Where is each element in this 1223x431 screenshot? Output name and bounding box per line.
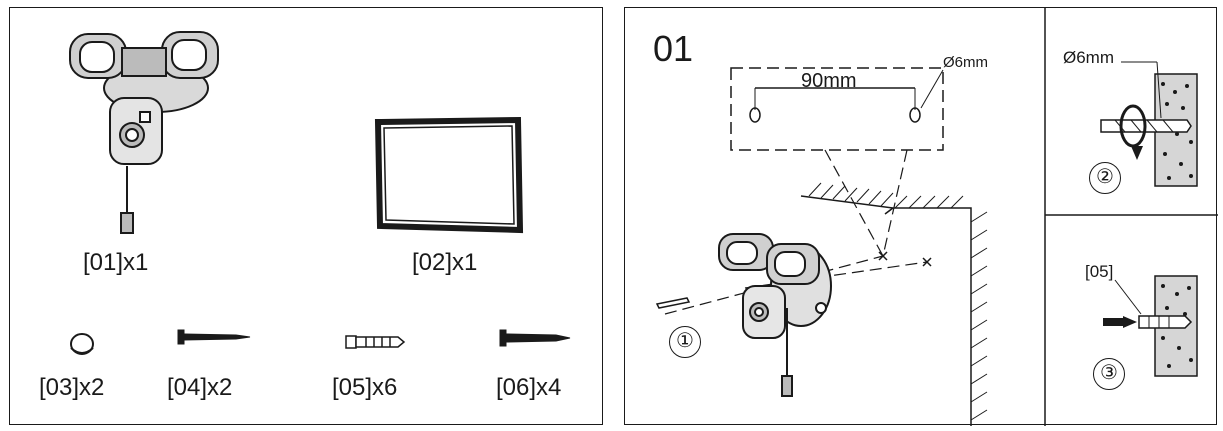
installation-drawing xyxy=(655,8,1218,426)
drilling-template xyxy=(730,67,944,257)
part-01-label: [01]x1 xyxy=(83,249,149,276)
hole-diameter-label: Ø6mm xyxy=(943,54,988,71)
wall-anchor-drawing xyxy=(345,335,406,349)
gasket-drawing xyxy=(374,116,524,234)
step-number: 01 xyxy=(653,28,694,69)
substep-3-marker: ③ xyxy=(1093,358,1125,390)
anchor-insertion-detail xyxy=(1103,275,1198,377)
long-screw-drawing xyxy=(499,329,571,347)
installation-step-panel: 01 90mm Ø6mm Ø6mm [05] ① ② ③ xyxy=(624,7,1218,426)
wall-drawing xyxy=(800,182,988,426)
parts-illustrations xyxy=(69,31,571,355)
floodlight-camera-drawing xyxy=(69,31,219,234)
short-screw-drawing xyxy=(177,329,251,345)
substep-1-marker: ① xyxy=(669,326,701,358)
drilling-detail xyxy=(1100,61,1198,187)
part-03-label: [03]x2 xyxy=(39,374,105,401)
screwdriver-drawing xyxy=(655,297,691,309)
part-06-label: [06]x4 xyxy=(496,374,562,401)
hole-spacing-label: 90mm xyxy=(801,70,857,92)
part-04-label: [04]x2 xyxy=(167,374,233,401)
cap-plug-drawing xyxy=(70,333,94,355)
anchor-reference-label: [05] xyxy=(1085,262,1114,281)
part-05-label: [05]x6 xyxy=(332,374,398,401)
part-02-label: [02]x1 xyxy=(412,249,478,276)
substep-2-marker: ② xyxy=(1089,162,1121,194)
camera-unit-drawing xyxy=(718,233,832,397)
drill-diameter-label: Ø6mm xyxy=(1063,48,1114,67)
parts-list-panel: [01]x1 [02]x1 [03]x2 [04]x2 [05]x6 [06]x… xyxy=(9,7,603,425)
